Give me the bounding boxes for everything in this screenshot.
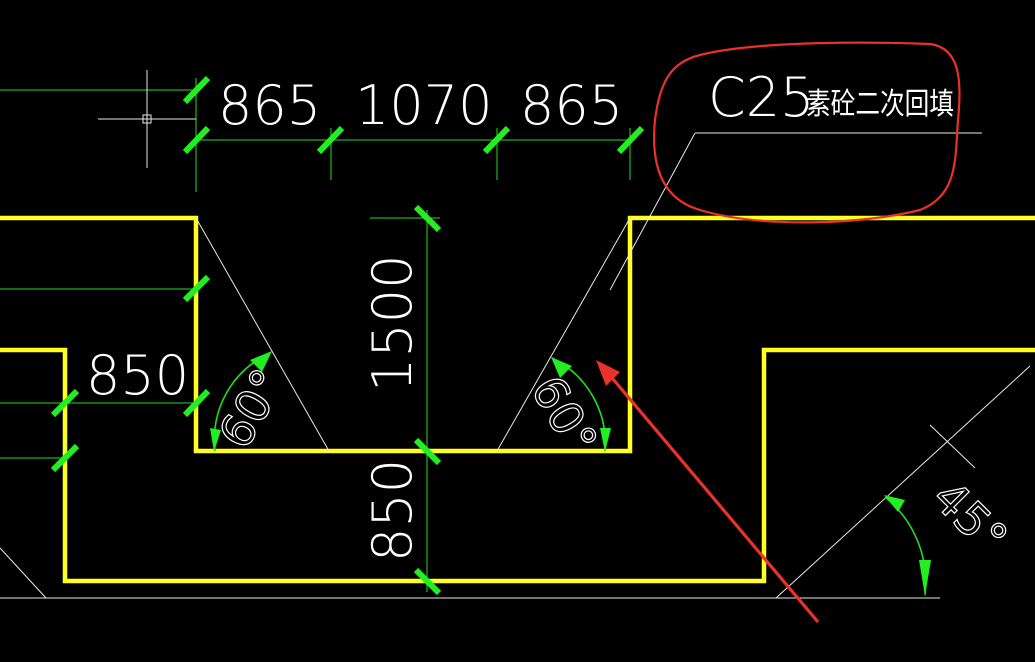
far-right-slope-line [775,365,1031,599]
lower-pit-outline [0,347,1035,584]
dim-text-850-horizontal: 850 [86,344,189,407]
dim-text-1070: 1070 [355,74,492,137]
far-right-cross-line [929,424,976,469]
left-bottom-slope [0,547,47,599]
annotation-grade: C25 [708,66,814,129]
cad-cursor[interactable] [98,70,196,168]
dimension-lines [0,78,631,592]
far-right-arrow-top [884,495,905,512]
far-right-arrow-bottom [919,560,931,596]
right-slope-line [496,217,631,452]
dim-text-865-right: 865 [520,74,623,137]
dim-text-865-left: 865 [218,74,321,137]
right-angle-arrow-top [551,357,572,378]
left-slope-line [195,217,330,452]
angle-marks [210,351,931,596]
dimension-ticks [50,75,645,596]
dim-text-850-vertical: 850 [361,459,424,562]
markup-arrow-head [596,360,620,386]
leader-line [609,132,696,291]
markup-cloud [653,41,961,224]
slope-lines [0,132,1031,599]
pit-outline [0,215,1035,584]
markup-arrow-shaft [600,364,820,624]
angle-text-left: 60° [208,360,296,458]
angle-text-far-right: 45° [922,470,1018,566]
right-angle-arrow-bottom [600,428,611,452]
cursor-pickbox [142,114,152,124]
dim-text-1500: 1500 [361,255,424,392]
annotation-description: 素砼二次回填 [806,87,954,122]
left-angle-arrow-top [250,351,272,372]
left-angle-arrow-bottom [210,428,221,452]
left-upper-outline [0,215,1035,454]
far-right-angle-arc [884,496,927,596]
